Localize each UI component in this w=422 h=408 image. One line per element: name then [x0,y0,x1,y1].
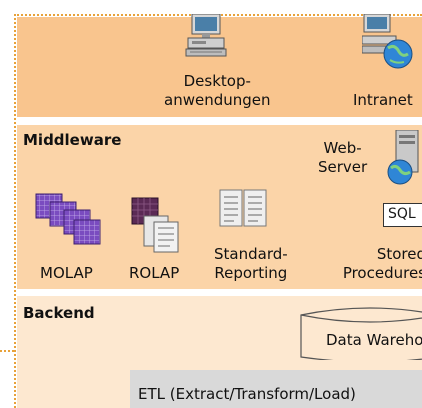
molap-label: MOLAP [40,264,93,282]
rolap-label: ROLAP [129,264,180,282]
stored-procedures-label: Stored Procedures [342,245,422,282]
etl-bar [130,370,422,408]
intranet-computer-icon [362,14,413,69]
standard-reporting-label: Standard- Reporting [214,245,288,282]
backend-title: Backend [23,304,95,322]
webserver-label: Web- Server [318,139,368,176]
molap-cubes-icon [35,193,101,245]
reporting-documents-icon [219,189,267,227]
desktop-apps-label: Desktop- anwendungen [164,72,271,109]
sql-box: SQL [383,203,422,227]
desktop-computer-icon [185,14,227,57]
dotted-connector [0,350,14,352]
intranet-label: Intranet [353,91,413,109]
rolap-icon [131,197,179,253]
data-warehouse-label: Data Warehouse [326,331,422,349]
etl-label: ETL (Extract/Transform/Load) [138,385,356,403]
data-warehouse-icon [300,307,422,360]
middleware-title: Middleware [23,131,122,149]
web-server-icon [387,130,419,185]
dotted-border-left [14,14,16,408]
